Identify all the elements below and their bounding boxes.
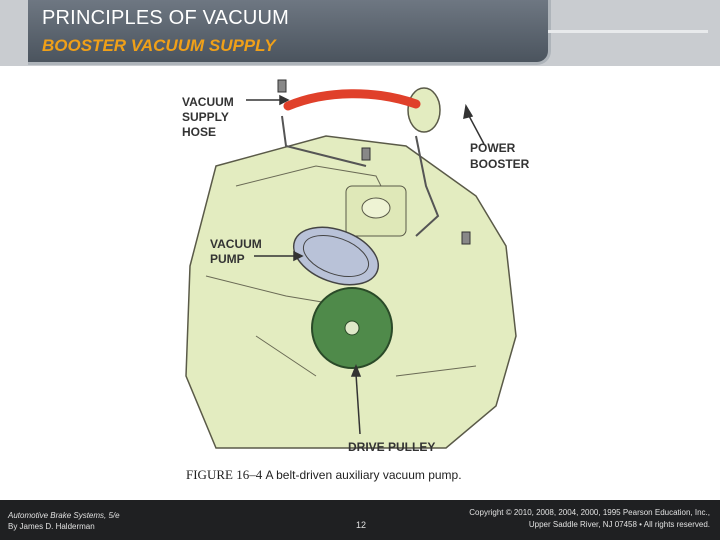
caption-number: FIGURE 16–4 [186,467,263,482]
header-divider [548,30,708,33]
caption-text: A belt-driven auxiliary vacuum pump. [265,468,462,482]
slide-title: PRINCIPLES OF VACUUM [42,7,289,29]
label-vacuum-supply-hose: VACUUM SUPPLY HOSE [182,95,237,139]
page-number: 12 [356,520,367,530]
figure-caption: FIGURE 16–4 A belt-driven auxiliary vacu… [186,467,462,483]
book-author: By James D. Halderman [8,522,95,531]
book-title: Automotive Brake Systems, 5/e [8,511,120,520]
vacuum-supply-hose [283,89,421,111]
label-power-booster: POWER BOOSTER [470,141,530,171]
slide-subtitle: BOOSTER VACUUM SUPPLY [42,36,276,55]
engine-detail [205,165,477,377]
vacuum-pump-ring [302,234,370,278]
vacuum-pump-figure: VACUUM SUPPLY HOSE POWER BOOSTER VACUUM … [182,79,530,454]
label-drive-pulley: DRIVE PULLEY [348,440,435,454]
vacuum-pump [292,226,380,286]
footer-copyright: Copyright © 2010, 2008, 2004, 2000, 1995… [469,507,710,531]
drive-pulley-hub [344,320,360,336]
header-tab [28,0,551,65]
footer-book-info: Automotive Brake Systems, 5/e By James D… [8,510,120,532]
arrow-head [279,94,290,106]
hose-line [281,115,367,167]
engine-cap [361,197,391,219]
copyright-line-2: Upper Saddle River, NJ 07458 • All right… [528,520,710,529]
arrow-head [350,363,362,377]
arrow-head [293,250,304,262]
arrow-pulley [355,373,361,435]
bolt [461,231,471,245]
arrow-head [463,103,474,120]
power-booster [407,87,441,133]
footer-bar [0,500,720,540]
bolt [277,79,287,93]
bolt [361,147,371,161]
booster-line [415,135,440,237]
copyright-line-1: Copyright © 2010, 2008, 2004, 2000, 1995… [469,508,710,517]
arrow-booster [467,113,485,145]
label-vacuum-pump: VACUUM PUMP [210,237,265,266]
